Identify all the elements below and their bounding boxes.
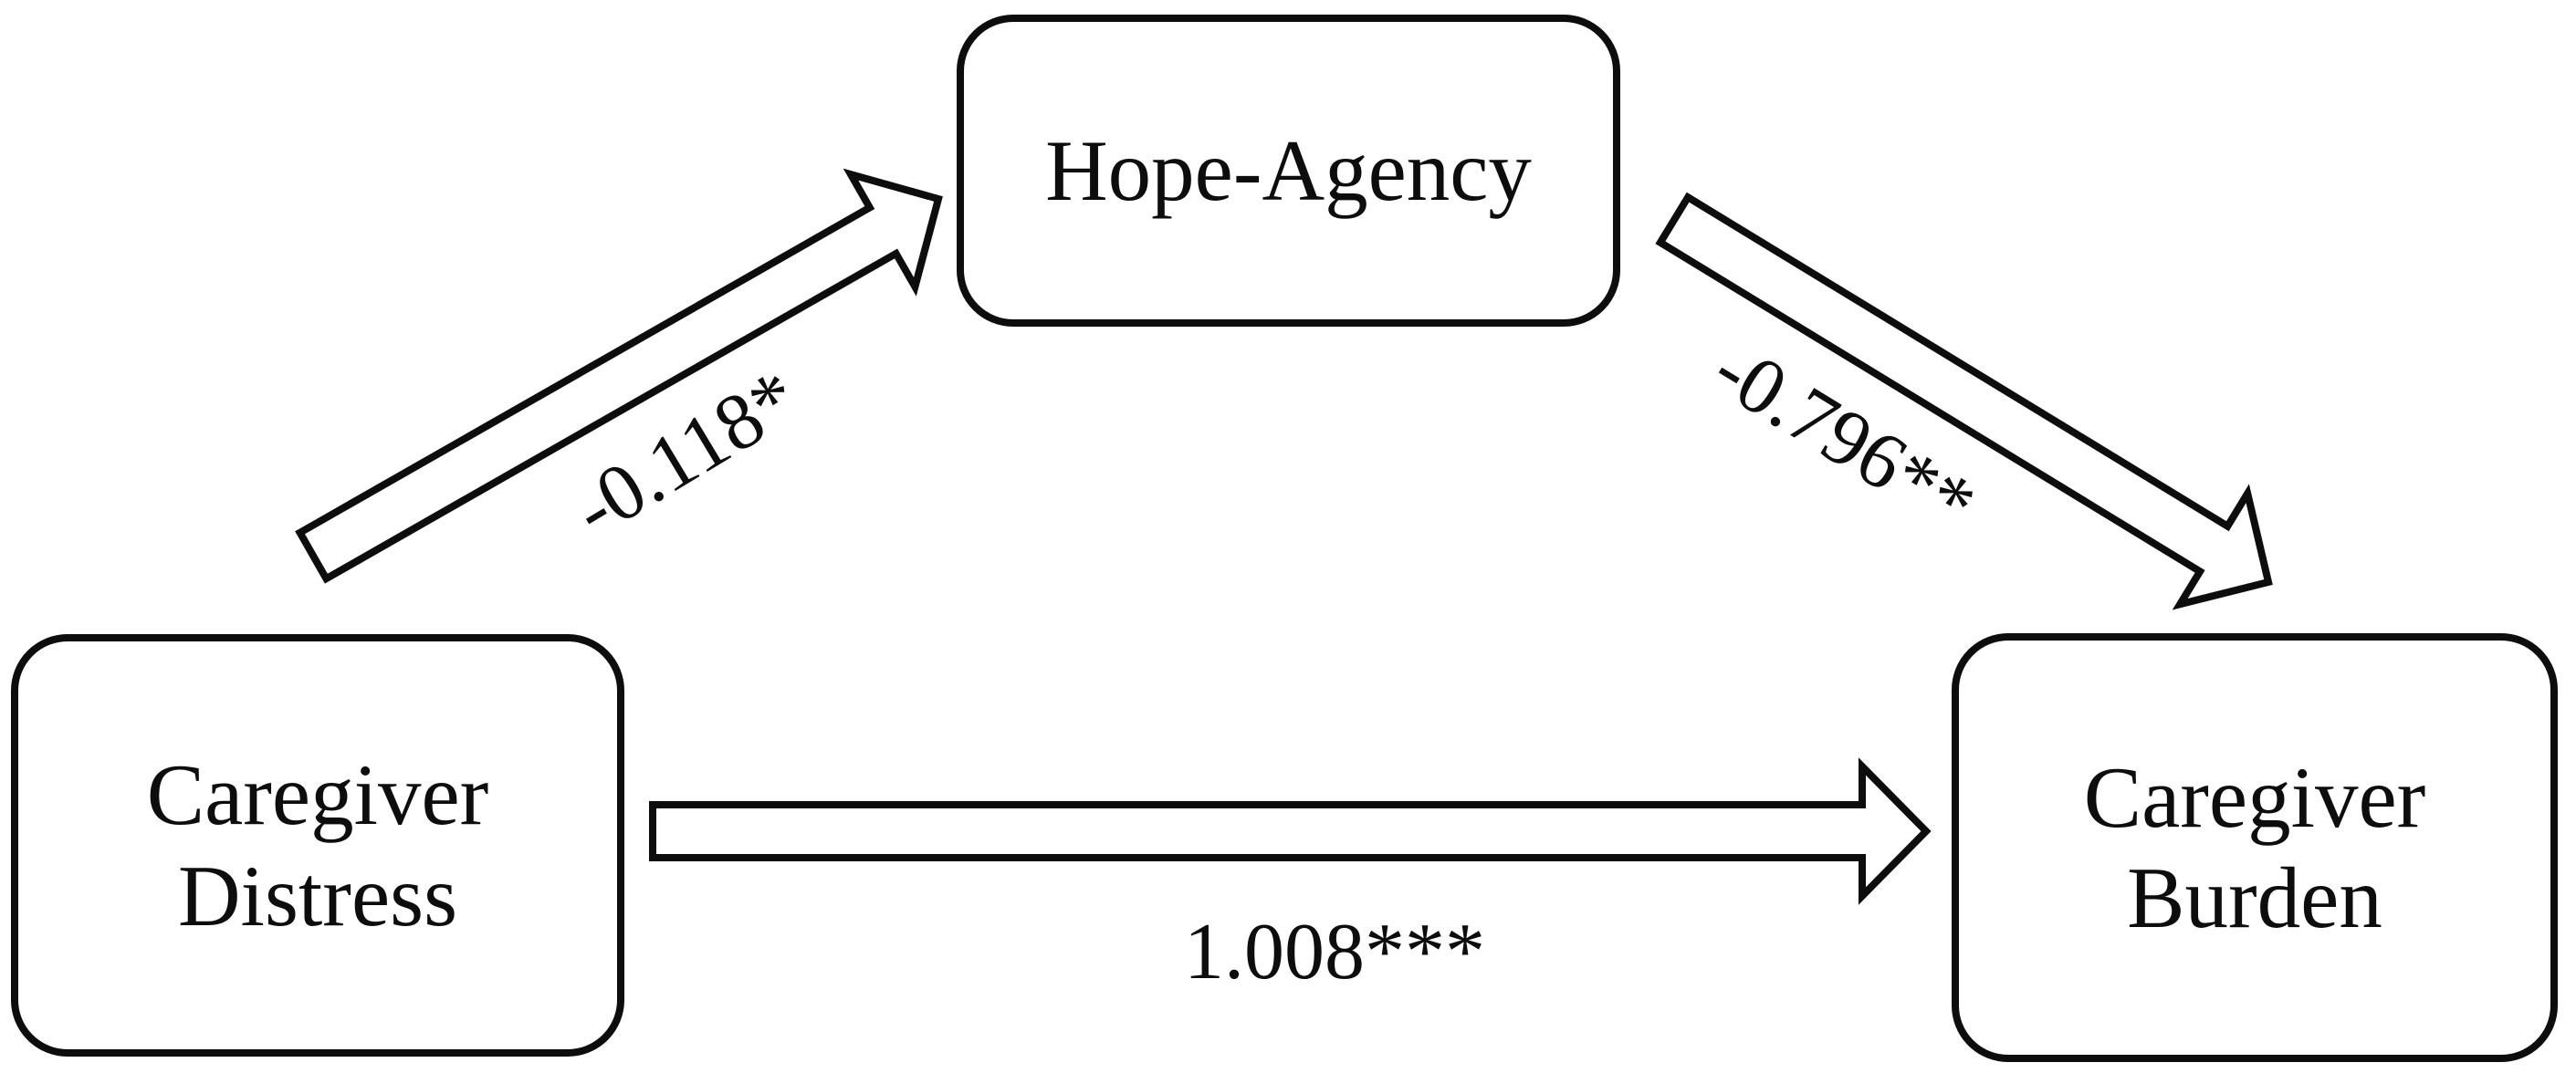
arrow-distress-to-burden xyxy=(649,757,1932,905)
node-caregiver-burden-label-line2: Burden xyxy=(2127,849,2382,946)
node-caregiver-distress: Caregiver Distress xyxy=(11,634,624,1057)
coefficient-distress-to-burden: 1.008*** xyxy=(1184,908,1485,996)
node-caregiver-distress-label-line2: Distress xyxy=(177,847,458,944)
node-caregiver-distress-label-line1: Caregiver xyxy=(146,746,489,844)
arrow-hope-to-burden xyxy=(1655,192,2273,610)
node-caregiver-burden-label-line1: Caregiver xyxy=(2083,748,2426,846)
node-caregiver-burden: Caregiver Burden xyxy=(1952,633,2558,1062)
node-hope-agency-label: Hope-Agency xyxy=(1045,121,1532,219)
arrow-distress-to-hope xyxy=(295,168,943,584)
node-hope-agency: Hope-Agency xyxy=(957,15,1620,327)
